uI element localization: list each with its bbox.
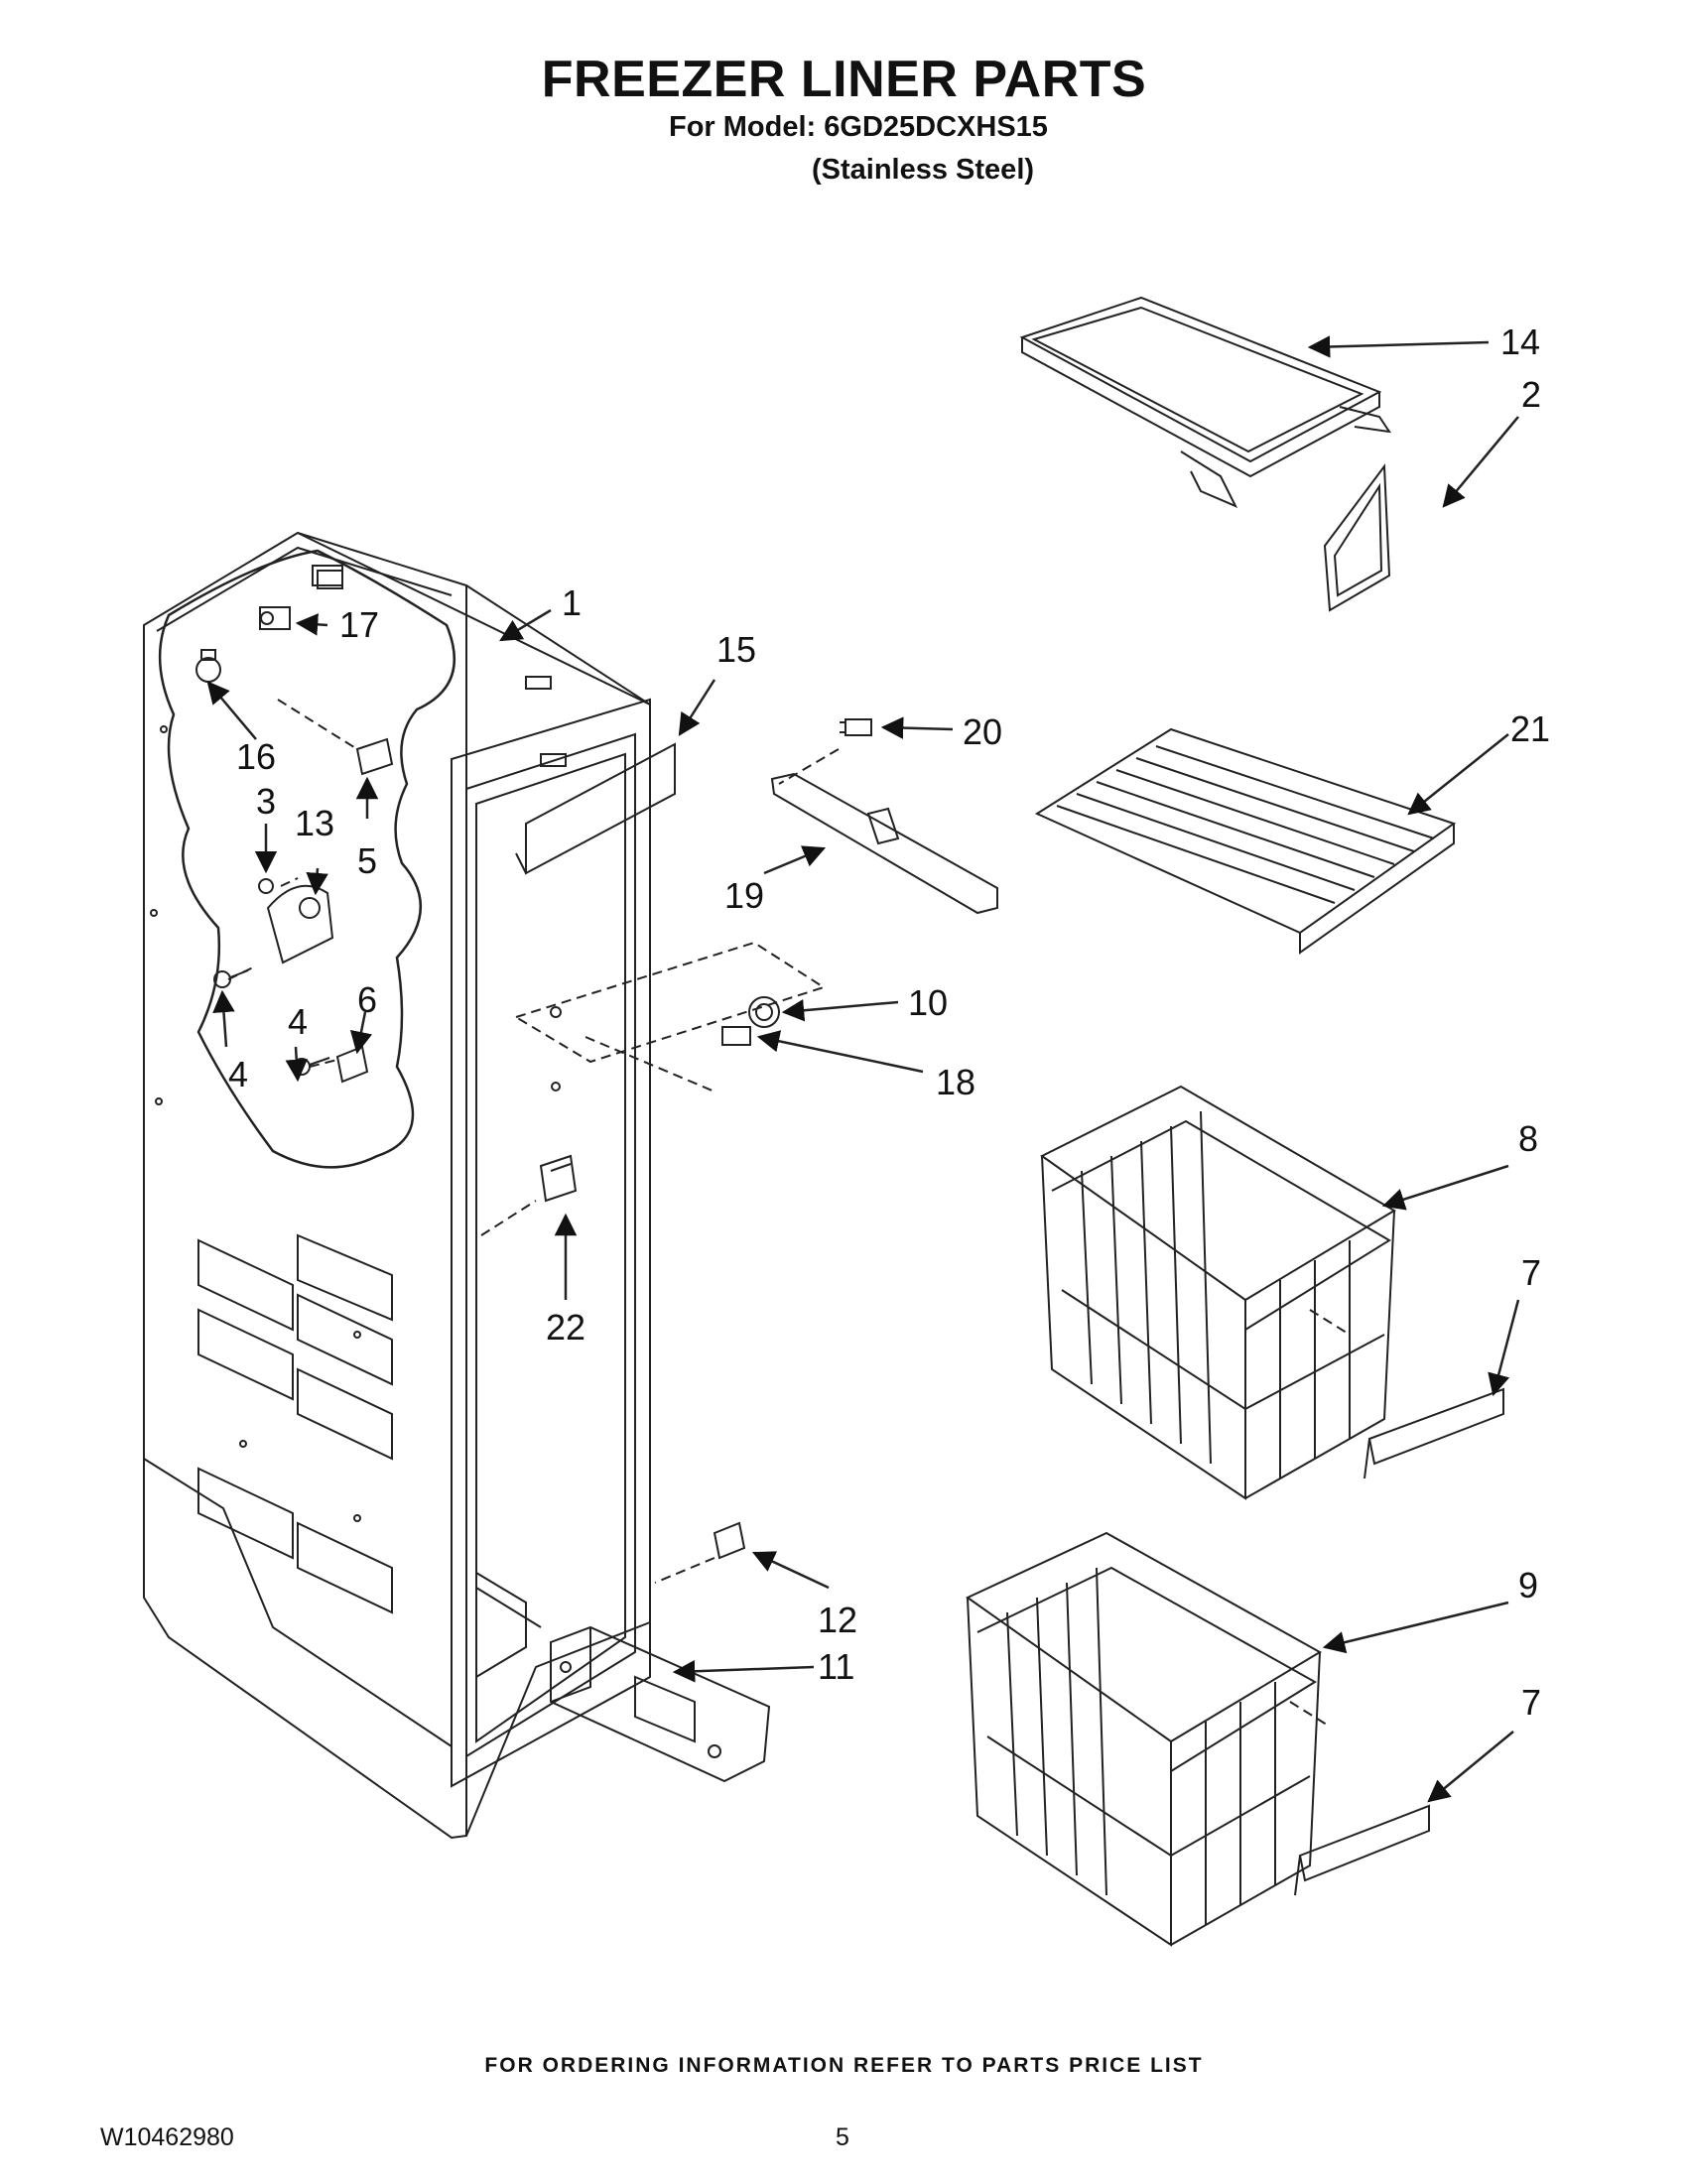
part-10-18-fastener bbox=[721, 996, 780, 1046]
part-5-clip bbox=[355, 737, 394, 776]
ordering-note: FOR ORDERING INFORMATION REFER TO PARTS … bbox=[484, 2054, 1204, 2077]
part-19-bracket bbox=[770, 772, 998, 915]
callout-19: 19 bbox=[724, 875, 765, 916]
model-number: For Model: 6GD25DCXHS15 bbox=[669, 111, 1048, 143]
part-15-strip bbox=[515, 742, 676, 875]
callout-18: 18 bbox=[936, 1062, 976, 1102]
mount-hole bbox=[550, 1006, 562, 1018]
mounting-plane bbox=[513, 941, 827, 1064]
cutaway-region bbox=[158, 549, 455, 1169]
page-number: 5 bbox=[836, 2123, 849, 2151]
page-title: FREEZER LINER PARTS bbox=[541, 51, 1147, 108]
callout-7-upper: 7 bbox=[1521, 1252, 1542, 1293]
part-14-shelf bbox=[1019, 296, 1392, 508]
part-6-bracket bbox=[335, 1045, 369, 1084]
callout-1: 1 bbox=[562, 582, 583, 623]
callout-7-lower: 7 bbox=[1521, 1682, 1542, 1723]
part-12-screw bbox=[713, 1521, 746, 1560]
callout-14: 14 bbox=[1500, 321, 1541, 362]
callout-21: 21 bbox=[1510, 708, 1551, 749]
part-7-trim-lower bbox=[1294, 1804, 1430, 1896]
callout-5: 5 bbox=[357, 840, 378, 881]
part-13-damper bbox=[266, 884, 334, 964]
sensor-recess bbox=[312, 565, 343, 586]
callout-16: 16 bbox=[236, 736, 277, 777]
part-21-wire-shelf bbox=[1034, 727, 1457, 955]
callout-4-lower: 4 bbox=[228, 1054, 249, 1094]
part-8-basket bbox=[1040, 1085, 1396, 1500]
callout-11: 11 bbox=[818, 1646, 855, 1687]
freezer-liner bbox=[143, 531, 651, 1840]
mount-hole bbox=[551, 1082, 561, 1092]
callout-9: 9 bbox=[1518, 1565, 1539, 1606]
callout-2: 2 bbox=[1521, 374, 1542, 415]
part-11-cover bbox=[550, 1625, 771, 1783]
assembly-lines bbox=[227, 699, 1351, 1728]
part-22-switch bbox=[539, 1154, 578, 1203]
callout-8: 8 bbox=[1518, 1118, 1539, 1159]
part-17-socket bbox=[259, 606, 291, 630]
callout-arrows bbox=[206, 335, 1520, 1803]
callout-10: 10 bbox=[908, 982, 949, 1023]
callout-3: 3 bbox=[256, 781, 277, 822]
part-2-trim bbox=[1323, 463, 1391, 612]
model-finish: (Stainless Steel) bbox=[812, 154, 1035, 186]
callout-17: 17 bbox=[339, 604, 380, 645]
part-7-trim-upper bbox=[1363, 1387, 1504, 1479]
callout-13: 13 bbox=[295, 803, 335, 843]
part-20-screw bbox=[840, 718, 872, 736]
callout-20: 20 bbox=[963, 711, 1003, 752]
document-number: W10462980 bbox=[100, 2123, 234, 2151]
callout-22: 22 bbox=[546, 1307, 586, 1348]
part-3-screw bbox=[258, 878, 274, 894]
part-9-basket bbox=[966, 1531, 1322, 1947]
callout-4-upper: 4 bbox=[288, 1001, 309, 1042]
callout-6: 6 bbox=[357, 979, 378, 1020]
callout-15: 15 bbox=[716, 629, 757, 670]
callout-12: 12 bbox=[818, 1600, 858, 1640]
part-16-bulb bbox=[195, 649, 221, 683]
